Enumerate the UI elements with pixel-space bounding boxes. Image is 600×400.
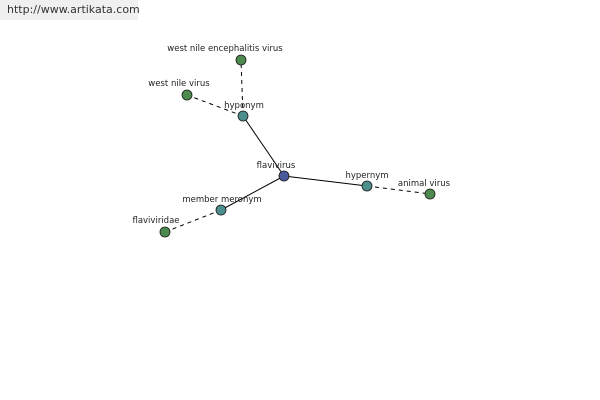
watermark-url: http://www.artikata.com [0, 0, 140, 20]
node-hypernym[interactable] [361, 180, 373, 192]
node-hyponym[interactable] [237, 110, 249, 122]
node-west-nile-virus[interactable] [181, 89, 193, 101]
node-label-hypernym: hypernym [345, 171, 388, 181]
node-label-hyponym: hyponym [224, 101, 264, 111]
nodes-layer [159, 54, 436, 238]
node-label-animal-virus: animal virus [398, 179, 451, 189]
node-flavivirus[interactable] [278, 170, 290, 182]
node-label-west-nile-encephalitis-virus: west nile encephalitis virus [167, 44, 283, 54]
node-label-flaviviridae: flaviviridae [132, 216, 179, 226]
node-animal-virus[interactable] [424, 188, 436, 200]
node-flaviviridae[interactable] [159, 226, 171, 238]
node-label-west-nile-virus: west nile virus [148, 79, 210, 89]
edge-hyponym-to-west-nile-virus [186, 94, 244, 117]
node-label-flavivirus: flavivirus [257, 161, 296, 171]
edge-flavivirus-to-member-meronym [220, 175, 285, 211]
node-member-meronym[interactable] [215, 204, 227, 216]
node-west-nile-encephalitis-virus[interactable] [235, 54, 247, 66]
labels-layer: flavivirus hyponym hypernym member meronym w… [132, 44, 450, 226]
edge-hypernym-to-animal-virus [366, 185, 431, 195]
edge-member-meronym-to-flaviviridae [164, 209, 222, 233]
edge-flavivirus-to-hypernym [283, 175, 368, 187]
edges-layer [164, 59, 431, 233]
edge-flavivirus-to-hyponym [242, 115, 285, 177]
edge-hyponym-to-west-nile-encephalitis-virus [240, 59, 244, 117]
node-label-member-meronym: member meronym [182, 195, 261, 205]
